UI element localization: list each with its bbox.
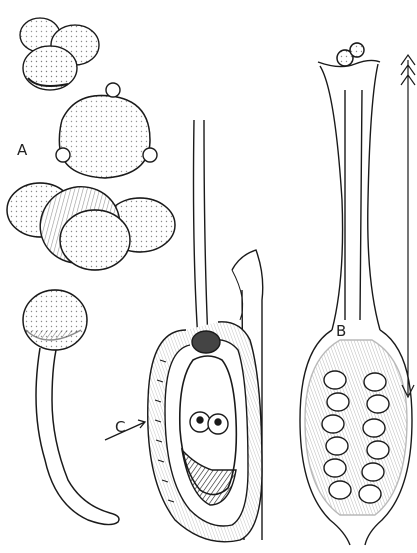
pollen-grain-stack bbox=[7, 176, 175, 275]
egg-apparatus bbox=[192, 331, 220, 353]
pollen-tube bbox=[36, 348, 119, 525]
ovule-section bbox=[105, 120, 263, 542]
label-b: B bbox=[336, 322, 346, 340]
pollen-grain-triporate bbox=[56, 83, 157, 178]
label-c: C bbox=[115, 418, 125, 436]
pollen-tube-into-ovule bbox=[194, 120, 209, 340]
germinating-pollen-grain bbox=[23, 290, 119, 525]
pollen-grain-cluster-top bbox=[20, 18, 99, 90]
scale-arrow bbox=[401, 55, 415, 397]
style bbox=[320, 64, 380, 330]
stigma bbox=[318, 43, 380, 67]
label-a: A bbox=[17, 141, 27, 159]
pistil bbox=[300, 43, 412, 545]
